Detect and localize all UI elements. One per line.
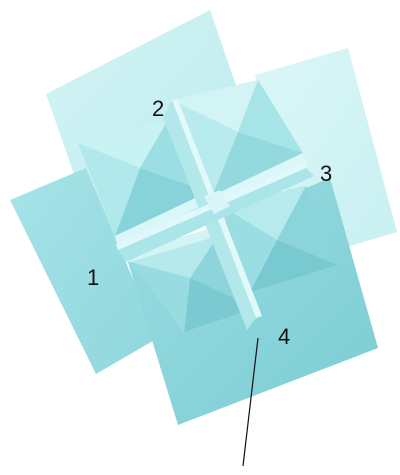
label-2: 2 — [152, 96, 164, 121]
label-4: 4 — [278, 324, 290, 349]
label-3: 3 — [320, 161, 332, 186]
label-1: 1 — [87, 265, 99, 290]
